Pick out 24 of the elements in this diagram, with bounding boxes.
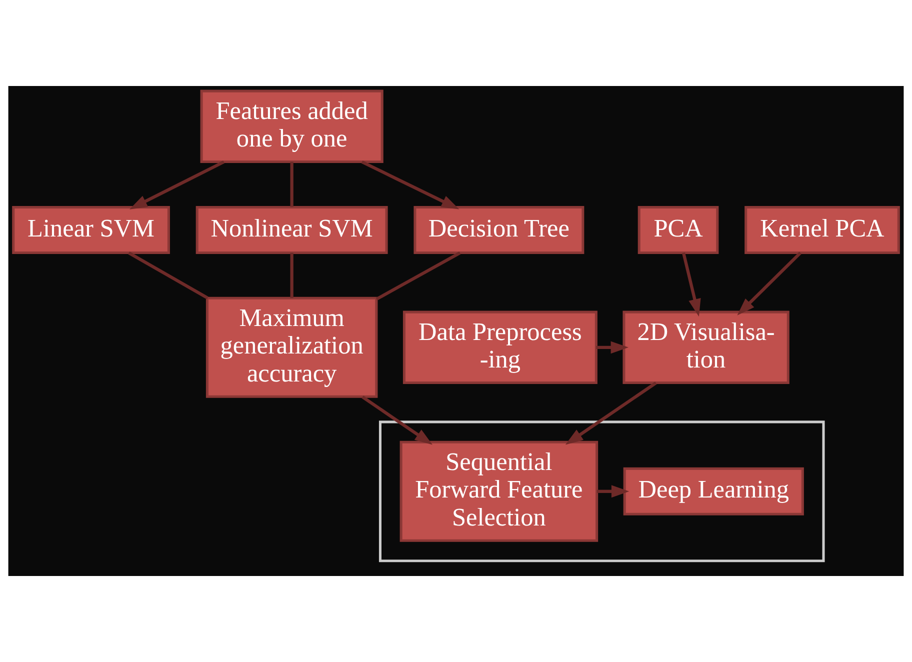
arrow [597,485,630,498]
arrow [565,382,657,445]
node-box: 2D Visualisa- tion [622,310,790,384]
connector [290,162,294,207]
arrow [362,396,432,445]
connector [128,251,208,300]
arrow [682,252,701,317]
connector [376,251,461,301]
arrow [737,252,802,316]
node-box: Data Preprocess -ing [402,310,598,384]
node-box: PCA [638,206,719,254]
node-box: Nonlinear SVM [196,206,388,254]
connector [290,252,294,298]
node-box: Sequential Forward Feature Selection [400,440,598,542]
node-box: Features added one by one [200,90,384,164]
node-box: Linear SVM [12,206,170,254]
arrow [596,341,629,354]
node-box: Deep Learning [623,467,804,516]
cluster [378,420,825,562]
node-box: Maximum generalization accuracy [206,296,378,398]
arrow [361,160,460,210]
node-box: Kernel PCA [744,206,900,254]
arrow [130,160,225,210]
node-box: Decision Tree [414,206,584,254]
